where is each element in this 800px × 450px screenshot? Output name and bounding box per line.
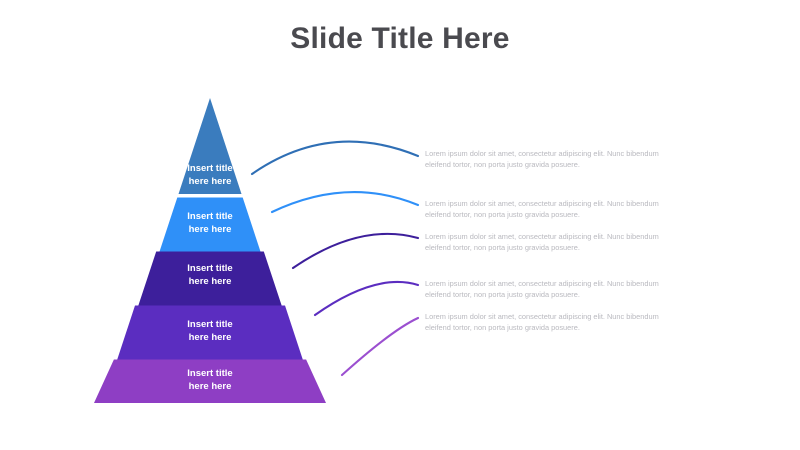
connector-arc-5 (340, 316, 420, 377)
pyramid-tier-5-shape[interactable] (94, 359, 326, 404)
pyramid-tier-4-shape[interactable] (115, 305, 305, 367)
connector-arc-1 (250, 140, 420, 176)
description-text-1: Lorem ipsum dolor sit amet, consectetur … (425, 149, 659, 170)
pyramid-tier-2-shape[interactable] (157, 197, 263, 259)
description-text-2: Lorem ipsum dolor sit amet, consectetur … (425, 199, 659, 220)
connector-arc-2 (270, 191, 420, 214)
pyramid-tier-3-shape[interactable] (136, 251, 284, 313)
connector-arc-4 (313, 281, 420, 317)
pyramid-tier-1-shape[interactable] (178, 98, 242, 194)
page-title: Slide Title Here (290, 22, 510, 55)
description-text-5: Lorem ipsum dolor sit amet, consectetur … (425, 312, 659, 333)
connector-arc-3 (291, 232, 420, 270)
description-text-3: Lorem ipsum dolor sit amet, consectetur … (425, 232, 659, 253)
description-text-4: Lorem ipsum dolor sit amet, consectetur … (425, 279, 659, 300)
